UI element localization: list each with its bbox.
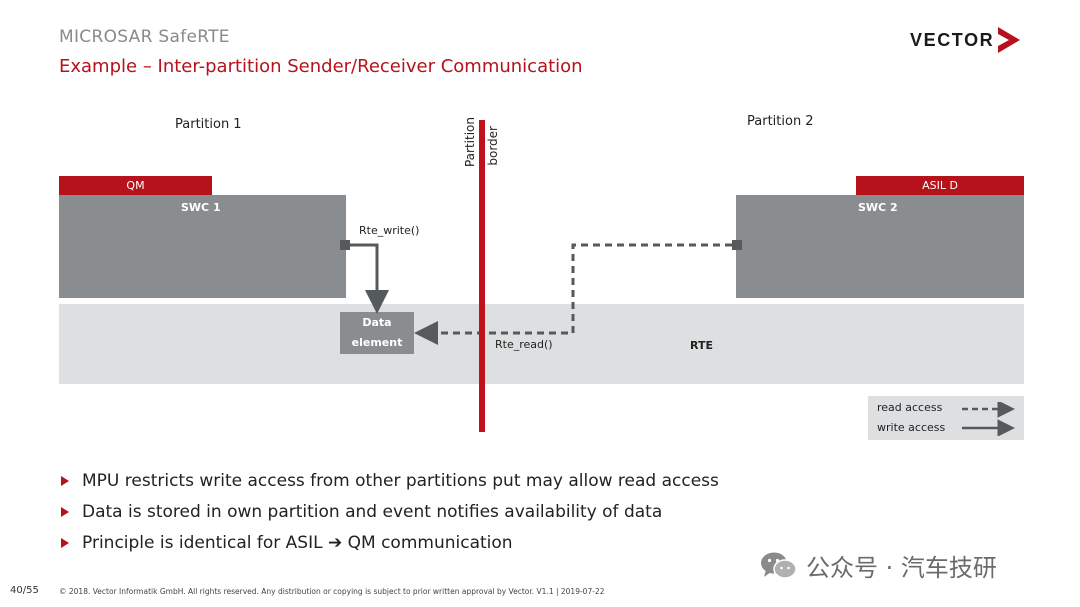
legend: read access write access [868,396,1024,440]
rte-write-label: Rte_write() [359,224,420,237]
partition-border-label-1: Partition [463,117,477,168]
data-element-line1: Data [362,316,392,329]
bullet-triangle-icon [61,475,69,486]
logo-text: VECTOR [910,29,995,50]
bullet-text: Data is stored in own partition and even… [82,501,663,522]
bullet-text: MPU restricts write access from other pa… [82,470,719,491]
slide-title: Example – Inter-partition Sender/Receive… [59,56,583,77]
read-access-arrow [414,243,732,345]
rte-band [59,304,1024,384]
qm-badge: QM [59,176,212,195]
rte-read-label: Rte_read() [495,338,553,351]
partition-border-label-2: border [486,126,500,166]
data-element-line2: element [351,336,403,349]
swc-2-box [736,195,1024,298]
vector-logo: VECTOR [910,27,1021,53]
page-number: 40/55 [10,585,39,596]
bullet-list: MPU restricts write access from other pa… [59,465,719,558]
swc-2-label: SWC 2 [858,201,898,214]
swc-1-label: SWC 1 [181,201,221,214]
legend-write-label: write access [877,421,946,434]
partition-border-line [479,120,485,432]
swc-1-box [59,195,346,298]
asil-d-badge: ASIL D [856,176,1024,195]
legend-arrows [962,402,1015,436]
data-element-box: Data element [340,312,414,354]
bullet-triangle-icon [61,506,69,517]
swc-1-write-port [340,240,350,250]
partition-2-label: Partition 2 [747,114,814,129]
copyright-text: © 2018. Vector Informatik GmbH. All righ… [59,587,605,596]
bullet-text: Principle is identical for ASIL ➔ QM com… [82,532,513,553]
bullet-item: Principle is identical for ASIL ➔ QM com… [59,527,719,558]
logo-chevron-icon [998,27,1021,53]
partition-1-label: Partition 1 [175,117,242,132]
bullet-item: MPU restricts write access from other pa… [59,465,719,496]
presentation-subtitle: MICROSAR SafeRTE [59,27,230,47]
legend-read-label: read access [877,401,943,414]
rte-label: RTE [690,339,713,352]
bullet-triangle-icon [61,537,69,548]
swc-2-read-port [732,240,742,250]
watermark-text: 公众号 · 汽车技研 [806,554,997,582]
wechat-watermark: 公众号 · 汽车技研 [760,548,997,583]
wechat-icon [761,552,797,579]
bullet-item: Data is stored in own partition and even… [59,496,719,527]
write-access-arrow [350,243,389,314]
